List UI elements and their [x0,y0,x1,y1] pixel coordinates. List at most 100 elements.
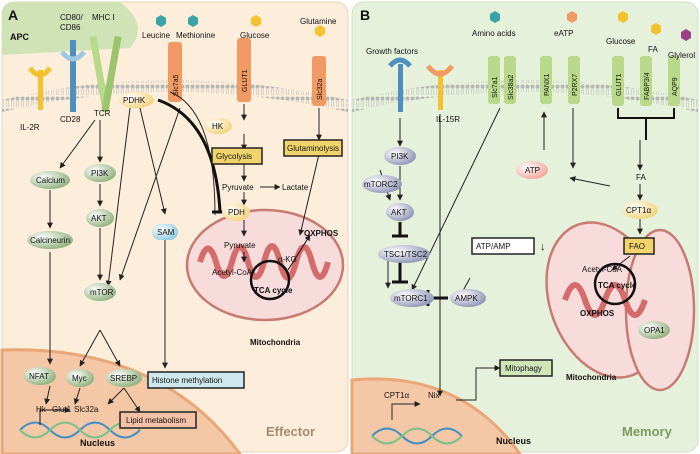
slc7a1-label: Slc7a1 [492,76,499,98]
nodes-a [24,92,343,429]
p2rx7-label: P2RX7 [572,74,579,96]
srebp-label: SREBP [110,374,137,383]
hk-label: HK [212,122,224,131]
glucose-label-b: Glucose [606,37,636,46]
cd86-label: CD86 [60,23,81,32]
aqp9-channel [668,56,680,106]
sam-label: SAM [157,228,175,237]
mitochondria-label-a: Mitochondria [250,338,301,347]
glucose-icon-a [251,15,261,27]
hk-gene-label: Hk [36,405,47,414]
eatp-label: eATP [554,29,573,38]
aqp9-label: AQP9 [672,77,679,96]
cd28-receptor [60,40,86,112]
acetylcoa-label-a: Acetyl-CoA [212,268,253,277]
tcr-receptor [89,35,122,113]
panx1-label: PANX1 [544,73,551,96]
akt-label-a: AKT [91,214,107,223]
fa-label: FA [648,45,658,54]
p2rx7-receptor [568,56,580,104]
arrows-a [44,91,322,413]
panel-a-letter: A [8,7,18,23]
slc32a-transporter [312,56,326,106]
akg-label: α-KG [278,255,297,264]
calcium-label: Calcium [36,176,65,185]
nodes-b [362,147,670,377]
mitochondria-label-b: Mitochondria [566,373,617,382]
ampk-label: AMPK [455,294,478,303]
dna-b [371,427,463,445]
il15r-label: IL-15R [436,115,460,124]
tca-cycle-a [249,259,291,301]
il2r-receptor [27,66,53,110]
glut1-transporter-b [612,56,624,106]
growth-factors-label: Growth factors [366,47,418,56]
pyruvate-label-2: Pyruvate [224,241,256,250]
glutamine-icon [315,25,325,37]
slc38a2-transporter [504,56,516,104]
amino-acids-icon [490,11,500,23]
leucine-label: Leucine [142,31,171,40]
cd80-label: CD80/ [60,13,83,22]
opa1-label: OPA1 [644,326,665,335]
pyruvate-label: Pyruvate [222,183,254,192]
fabp-label: FABP3/4 [644,72,651,100]
atpamp-down-arrow: ↓ [540,241,546,253]
slc7a5-label: Slc7a5 [173,74,180,96]
mtorc2-label: mTORC2 [364,180,398,189]
mhc-label: MHC I [92,13,115,22]
fa-icon [651,23,661,35]
glut1-label-a: GLUT1 [242,69,249,92]
il2r-label: IL-2R [20,123,40,132]
growth-factor-receptor [388,57,412,112]
slc7a1-transporter [488,56,500,104]
panel-a: A APC CD80/ CD86 MHC I Leucine Methionin… [0,1,349,454]
slc38a2-label: Slc38a2 [508,75,515,100]
cell-membrane-a [2,80,348,112]
pi3k-label-a: PI3K [91,169,109,178]
glycolysis-label: Glycolysis [216,152,252,161]
glucose-label-a: Glucose [240,31,270,40]
calcineurin-label: Calcineurin [30,236,70,245]
fao-label: FAO [629,242,645,251]
leucine-icon [156,15,166,27]
acetylcoa-label-b: Acetyl-CoA [582,265,623,274]
glutaminolysis-label: Glutaminolysis [287,144,339,153]
methionine-label: Methionine [176,31,216,40]
glucose-icon-b [618,11,628,23]
memory-label: Memory [622,424,673,439]
fa-label-2: FA [636,173,646,182]
nucleus-label-b: Nucleus [496,436,531,446]
panel-b-letter: B [360,7,370,23]
slc32a-gene-label: Slc32a [74,405,99,414]
transporter-bracket [617,108,675,140]
mtorc1-label: mTORC1 [394,294,428,303]
atp-label: ATP [525,166,540,175]
panel-b: B Amino acids Growth factors eATP Glucos… [350,1,699,454]
oxphos-label-b: OXPHOS [580,309,615,318]
glylerol-icon [681,29,691,41]
mitophagy-label: Mitophagy [505,364,542,373]
lipid-label: Lipid metabolism [126,416,186,425]
glut1-gene-label: Glut1 [52,405,72,414]
tca-cycle-b [593,262,637,306]
fabp-transporter [640,56,652,106]
glut1-label-b: GLUT1 [616,73,623,96]
panx1-channel [540,56,552,104]
glutamine-label: Glutamine [300,17,337,26]
apc-cell [2,2,138,55]
nix-label: Nix [428,391,440,400]
tca-label-b: TCA cycle [598,281,637,290]
nfat-label: NFAT [29,372,49,381]
amino-acids-label: Amino acids [472,29,516,38]
glylerol-label: Glylerol [668,51,695,60]
slc7a5-transporter [168,42,182,102]
methionine-icon [188,15,198,27]
myc-label: Myc [72,374,87,383]
slc32a-label: Slc32a [317,78,324,100]
cpt1a-gene-label: CPT1α [384,391,409,400]
il15r-receptor [426,64,454,110]
mtor-label: mTOR [90,288,114,297]
glut1-transporter-a [237,38,251,102]
pi3k-label-b: PI3K [391,152,409,161]
